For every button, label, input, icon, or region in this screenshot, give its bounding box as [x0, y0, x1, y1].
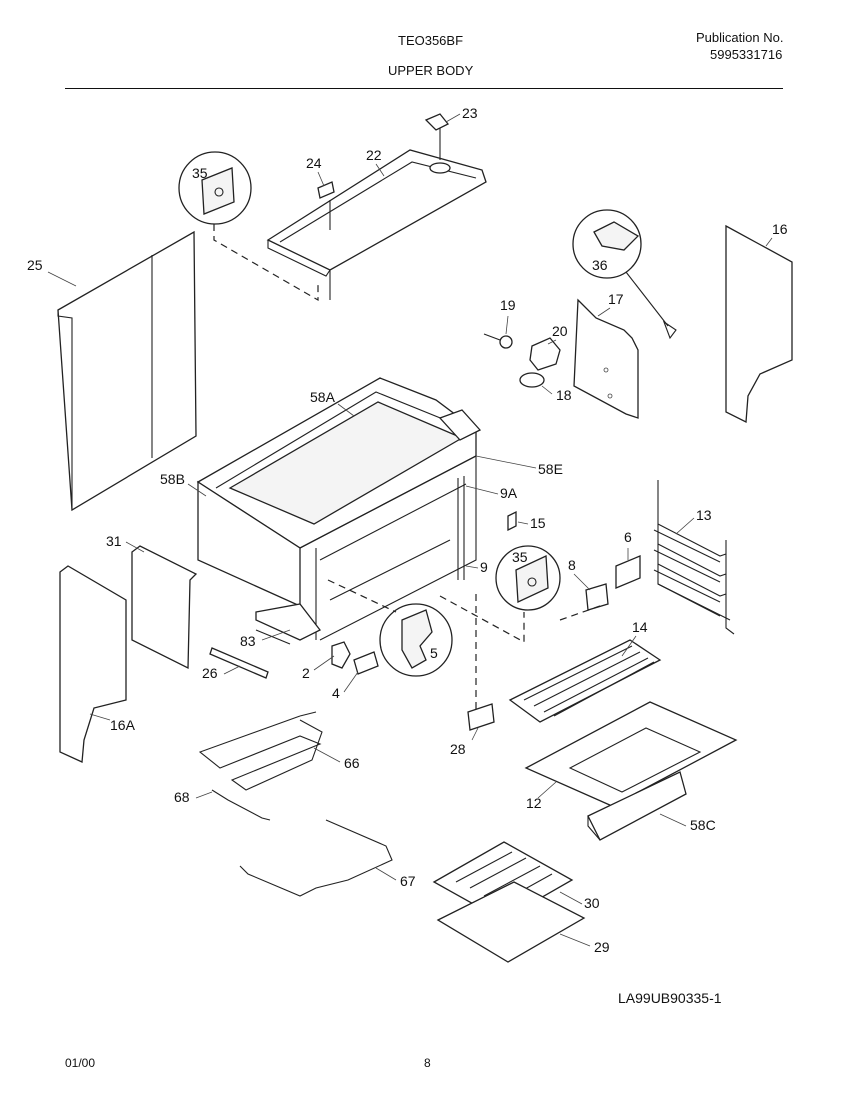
- leader-lines: [47, 113, 773, 947]
- callout-18: 18: [556, 387, 572, 403]
- callout-9: 9: [480, 559, 488, 575]
- publication-label: Publication No.: [696, 30, 784, 45]
- section-title: UPPER BODY: [388, 63, 474, 78]
- footer-date: 01/00: [65, 1056, 96, 1070]
- callout-2: 2: [302, 665, 310, 681]
- part-23-clip: [424, 113, 450, 160]
- callout-15: 15: [530, 515, 546, 531]
- part-31-panel: [131, 545, 198, 670]
- callout-12: 12: [526, 795, 542, 811]
- callout-58c: 58C: [690, 817, 716, 833]
- callout-67: 67: [400, 873, 416, 889]
- part-18-light: [519, 372, 545, 388]
- callout-66: 66: [344, 755, 360, 771]
- leader-dashed-35a: [213, 224, 319, 302]
- callout-30: 30: [584, 895, 600, 911]
- model-number: TEO356BF: [398, 33, 464, 48]
- callout-5: 5: [430, 645, 438, 661]
- detail-circle-5: [327, 579, 453, 677]
- part-25-side-panel: [57, 230, 197, 512]
- part-19-screw: [483, 333, 513, 349]
- part-66-bake-element: [198, 711, 323, 791]
- leader-dashed-8: [559, 605, 601, 621]
- callout-6: 6: [624, 529, 632, 545]
- part-16a-panel: [59, 565, 127, 763]
- callout-4: 4: [332, 685, 340, 701]
- part-26-strip: [209, 647, 269, 679]
- callout-24: 24: [306, 155, 322, 171]
- part-29-broiler-pan: [436, 881, 586, 963]
- part-22-top-panel: [266, 149, 487, 300]
- part-13-rack-guides: [653, 480, 735, 635]
- part-67-broil-element: [239, 819, 393, 897]
- callout-19: 19: [500, 297, 516, 313]
- callout-22: 22: [366, 147, 382, 163]
- callout-23: 23: [462, 105, 478, 121]
- callout-35-top: 35: [192, 165, 208, 181]
- callout-13: 13: [696, 507, 712, 523]
- part-28-bracket: [467, 703, 495, 731]
- callout-35-mid: 35: [512, 549, 528, 565]
- part-14-oven-rack: [508, 639, 662, 723]
- detail-circle-36: [572, 209, 677, 340]
- diagram-code: LA99UB90335-1: [618, 990, 722, 1006]
- callout-16: 16: [772, 221, 788, 237]
- callout-8: 8: [568, 557, 576, 573]
- part-17-bracket: [573, 298, 639, 419]
- callout-26: 26: [202, 665, 218, 681]
- callout-20: 20: [552, 323, 568, 339]
- callout-29: 29: [594, 939, 610, 955]
- callout-83: 83: [240, 633, 256, 649]
- part-4-bracket: [353, 651, 379, 675]
- callout-28: 28: [450, 741, 466, 757]
- callout-17: 17: [608, 291, 624, 307]
- part-58a-oven-body: [196, 377, 482, 641]
- callout-25: 25: [27, 257, 43, 273]
- part-12-tray: [524, 701, 738, 807]
- part-20-block: [529, 337, 561, 371]
- footer-page-number: 8: [424, 1056, 431, 1070]
- callout-16a: 16A: [110, 717, 136, 733]
- callout-14: 14: [632, 619, 648, 635]
- part-2-bracket: [331, 641, 351, 669]
- part-8-bracket: [585, 583, 609, 611]
- callout-9a: 9A: [500, 485, 518, 501]
- part-16-side-panel: [725, 224, 793, 424]
- callout-58e: 58E: [538, 461, 563, 477]
- header-rule: [65, 88, 783, 89]
- callout-31: 31: [106, 533, 122, 549]
- part-24-bracket: [317, 181, 335, 230]
- part-68-bracket: [211, 789, 271, 821]
- part-6-plate: [615, 555, 641, 589]
- part-83-strip: [255, 629, 291, 645]
- callout-68: 68: [174, 789, 190, 805]
- detail-circle-35-top: [178, 151, 252, 225]
- publication-number: 5995331716: [710, 47, 783, 62]
- detail-circle-35-mid: [495, 545, 561, 611]
- callout-36: 36: [592, 257, 608, 273]
- part-58c-block: [587, 771, 687, 841]
- callout-58a: 58A: [310, 389, 336, 405]
- callout-58b: 58B: [160, 471, 185, 487]
- part-15-clip: [507, 510, 517, 532]
